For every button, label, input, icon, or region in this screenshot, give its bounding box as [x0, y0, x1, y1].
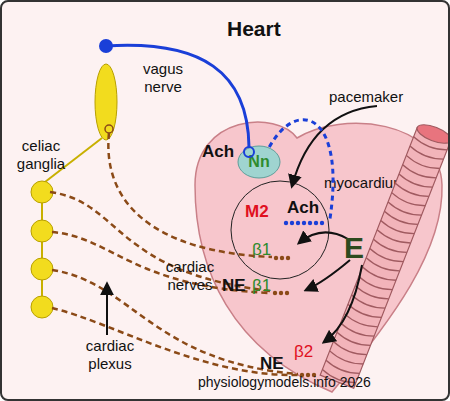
- ganglion: [31, 258, 53, 280]
- vagus-nucleus: [99, 39, 113, 53]
- ganglion: [31, 181, 53, 203]
- circle-outline: [230, 180, 330, 280]
- ganglia-label: celiac ganglia: [8, 137, 74, 173]
- receptor-label: β2: [294, 342, 313, 362]
- nerve-label: vagus nerve: [137, 60, 189, 96]
- watermark: physiologymodels.info 2026: [198, 374, 371, 391]
- ellipse-shape: [238, 146, 280, 178]
- hormone-label: E: [344, 230, 364, 266]
- node-text: Ach: [287, 198, 319, 218]
- ganglion: [31, 220, 53, 242]
- nerve-label: cardiac nerves: [154, 258, 226, 294]
- node-text: β1: [252, 240, 271, 260]
- receptor-ellipse: Nn: [237, 145, 281, 179]
- ganglion: [31, 296, 53, 318]
- neuron-soma: [105, 125, 113, 133]
- transmitter-label: NE: [222, 276, 246, 296]
- plexus-arrow: [106, 284, 108, 335]
- transmitter-label: NE: [260, 354, 284, 374]
- node-text: myocardium: [324, 174, 406, 191]
- diagram-title: Heart: [227, 16, 281, 41]
- plexus-label: cardiac plexus: [74, 337, 146, 373]
- heart-shape: [195, 122, 442, 392]
- receptor-label: β1: [252, 276, 271, 296]
- node-text: Nn: [237, 145, 281, 179]
- pacemaker-circle: M2 Ach β1: [230, 180, 330, 280]
- region-label: pacemaker: [329, 88, 403, 106]
- ganglion: [95, 64, 117, 140]
- transmitter-label: Ach: [202, 142, 234, 162]
- ganglion-chain: [41, 192, 43, 307]
- circle-shape: [231, 181, 329, 279]
- node-text: M2: [245, 202, 269, 222]
